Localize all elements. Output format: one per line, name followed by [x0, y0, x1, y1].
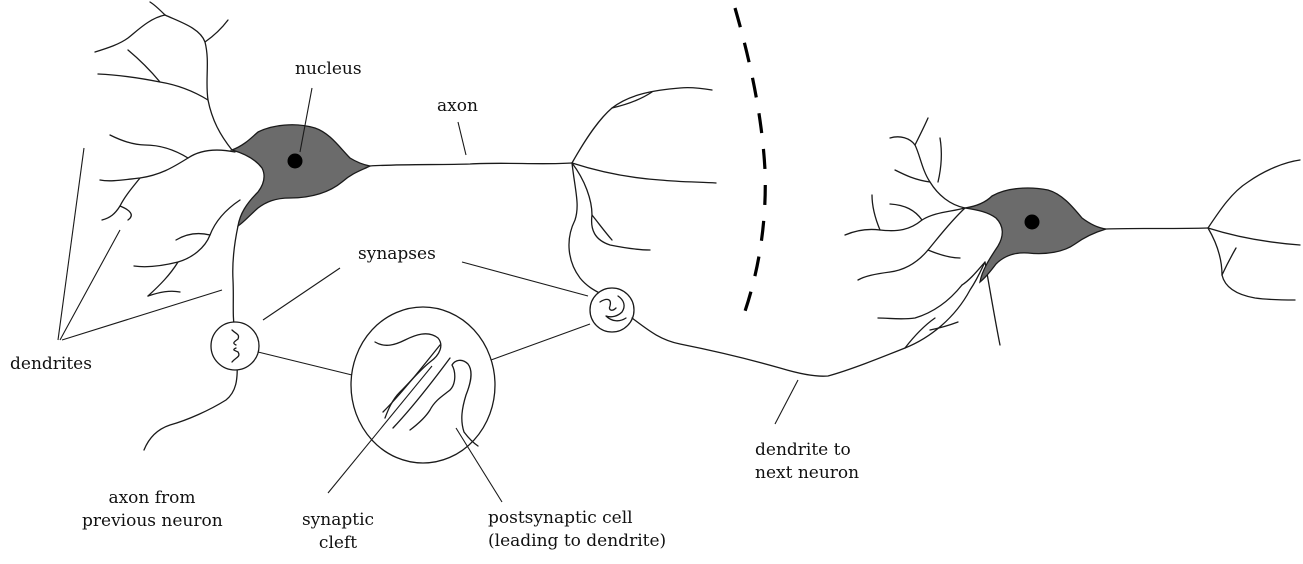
right-neuron-dendrites — [845, 118, 1000, 345]
label-synaptic-cleft: synaptic cleft — [298, 509, 378, 555]
label-dendrite-to-next-line1: dendrite to — [755, 439, 859, 462]
axon-terminal-branches — [569, 88, 716, 296]
label-axon-from-previous-line2: previous neuron — [82, 510, 222, 533]
label-synapses: synapses — [358, 243, 436, 266]
axon-line — [370, 163, 572, 166]
label-synaptic-cleft-line2: cleft — [298, 532, 378, 555]
label-axon: axon — [437, 95, 478, 118]
left-neuron-dendrites — [95, 2, 240, 296]
label-nucleus: nucleus — [295, 58, 362, 81]
label-postsynaptic-cell-line2: (leading to dendrite) — [488, 530, 666, 553]
label-axon-from-previous-line1: axon from — [82, 487, 222, 510]
label-synaptic-cleft-line1: synaptic — [298, 509, 378, 532]
label-postsynaptic-cell: postsynaptic cell (leading to dendrite) — [488, 507, 666, 553]
label-axon-from-previous: axon from previous neuron — [82, 487, 222, 533]
separator-dashed-line — [735, 8, 765, 320]
label-dendrites: dendrites — [10, 353, 92, 376]
synapse-circle-left — [211, 322, 259, 370]
dendrite-to-next-line — [632, 262, 985, 376]
right-neuron-axon — [1106, 160, 1300, 300]
label-dendrite-to-next: dendrite to next neuron — [755, 439, 859, 485]
label-postsynaptic-cell-line1: postsynaptic cell — [488, 507, 666, 530]
left-nucleus — [288, 154, 303, 169]
right-cell-body — [965, 188, 1106, 282]
label-dendrite-to-next-line2: next neuron — [755, 462, 859, 485]
left-cell-body — [232, 125, 370, 226]
magnified-synapse-circle — [351, 307, 495, 463]
right-nucleus — [1025, 215, 1040, 230]
